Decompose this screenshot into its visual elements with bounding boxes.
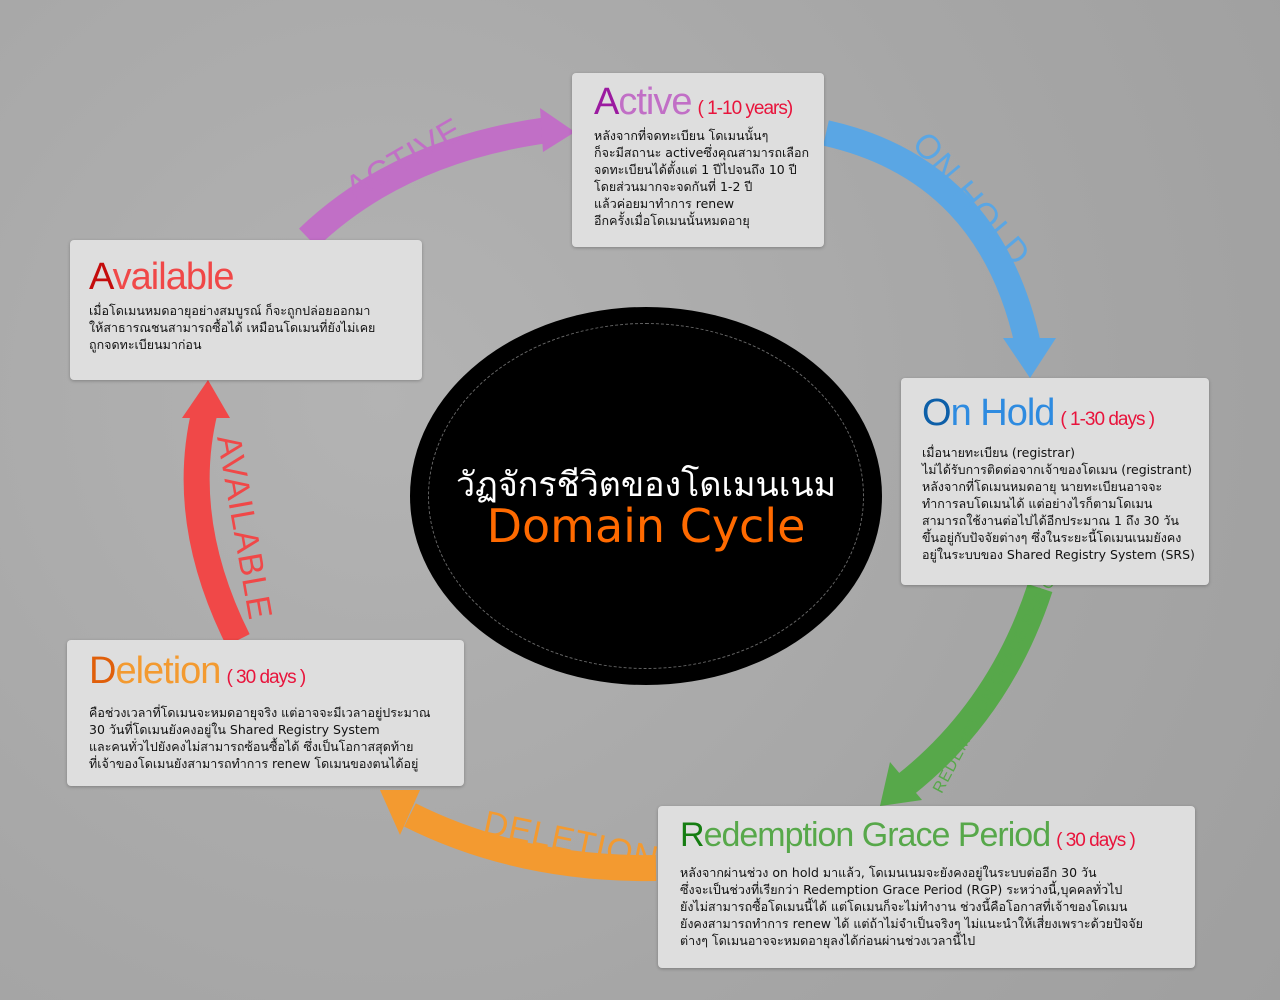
text: R <box>680 816 705 854</box>
text: แล้วค่อยมาทำการ renew <box>594 196 735 211</box>
text: vailable <box>112 256 235 298</box>
text: ( 30 days ) <box>1056 830 1136 851</box>
card-deletion: Deletion( 30 days ) คือช่วงเวลาที่โดเมนจ… <box>67 640 464 786</box>
text: หลังจากที่จดทะเบียน โดเมนนั้นๆ <box>594 128 769 143</box>
on-hold-arrow <box>823 120 1056 378</box>
text: หลังจากที่โดเมนหมดอายุ นายทะเบียนอาจจะ <box>922 479 1163 494</box>
text: O <box>922 392 952 434</box>
text: และคนทั่วไปยังคงไม่สามารถซ้อนซื้อได้ ซึ่… <box>89 739 414 754</box>
text: ทำการลบโดเมนได้ แต่อย่างไรก็ตามโดเมน <box>922 496 1153 511</box>
text: A <box>89 256 114 298</box>
text: ซึ่งจะเป็นช่วงที่เรียกว่า Redemption Gra… <box>680 882 1123 897</box>
text: A <box>594 81 619 123</box>
deletion-arrow <box>380 790 657 882</box>
center-ellipse: วัฏจักรชีวิตของโดเมนเนม Domain Cycle <box>410 307 882 685</box>
card-active: Active( 1-10 years) หลังจากที่จดทะเบียน … <box>572 73 824 247</box>
text: ยังไม่สามารถซื้อโดเมนนี้ได้ แต่โดเมนก็จะ… <box>680 899 1128 914</box>
text: เมื่อโดเมนหมดอายุอย่างสมบูรณ์ ก็จะถูกปล่… <box>89 303 371 318</box>
active-arrow <box>299 108 575 248</box>
card-rgp: Redemption Grace Period( 30 days ) หลังจ… <box>658 806 1195 968</box>
text: ( 1-30 days ) <box>1060 409 1155 430</box>
text: ( 1-10 years) <box>697 98 794 119</box>
text: คือช่วงเวลาที่โดเมนจะหมดอายุจริง แต่อาจจ… <box>89 705 431 720</box>
text: D <box>89 650 116 692</box>
text: 30 วันที่โดเมนยังคงอยู่ใน Shared Registr… <box>89 722 380 737</box>
text: ไม่ได้รับการติดต่อจากเจ้าของโดเมน (regis… <box>922 462 1193 477</box>
card-title: On Hold( 1-30 days ) <box>922 394 1209 432</box>
text: eletion <box>115 650 221 692</box>
center-title-thai: วัฏจักรชีวิตของโดเมนเนม <box>455 465 837 505</box>
card-title: Active( 1-10 years) <box>594 83 824 121</box>
text: ให้สาธารณชนสามารถซื้อได้ เหมือนโดเมนที่ย… <box>89 320 376 335</box>
text: โดยส่วนมากจะจดกันที่ 1-2 ปี <box>594 179 753 194</box>
text: ต่างๆ โดเมนอาจจะหมดอายุลงได้ก่อนผ่านช่วง… <box>680 933 976 948</box>
center-title-english: Domain Cycle <box>486 499 806 553</box>
available-arrow <box>182 380 250 646</box>
text: n Hold <box>950 392 1056 434</box>
text: ถูกจดทะเบียนมาก่อน <box>89 337 202 352</box>
text: อีกครั้งเมื่อโดเมนนั้นหมดอายุ <box>594 213 750 228</box>
text: อยู่ในระบบของ Shared Registry System (SR… <box>922 547 1195 562</box>
card-title: Redemption Grace Period( 30 days ) <box>680 818 1195 852</box>
card-title: Available <box>89 258 422 296</box>
text: ( 30 days ) <box>226 667 306 688</box>
text: ctive <box>618 81 692 123</box>
text: ก็จะมีสถานะ activeซึ่งคุณสามารถเลือก <box>594 145 810 160</box>
text: ยังคงสามารถทำการ renew ได้ แต่ถ้าไม่จำเป… <box>680 916 1143 931</box>
text: เมื่อนายทะเบียน (registrar) <box>922 445 1075 460</box>
text: หลังจากผ่านช่วง on hold มาแล้ว, โดเมนเนม… <box>680 865 1097 880</box>
text: จดทะเบียนได้ตั้งแต่ 1 ปีไปจนถึง 10 ปี <box>594 162 797 177</box>
text: สามารถใช้งานต่อไปได้อีกประมาณ 1 ถึง 30 ว… <box>922 513 1179 528</box>
text: ที่เจ้าของโดเมนยังสามารถทำการ renew โดเม… <box>89 756 419 771</box>
text: ขึ้นอยู่กับปัจจัยต่างๆ ซึ่งในระยะนี้โดเม… <box>922 530 1182 545</box>
card-on-hold: On Hold( 1-30 days ) เมื่อนายทะเบียน (re… <box>901 378 1209 585</box>
text: edemption Grace Period <box>703 816 1052 854</box>
card-title: Deletion( 30 days ) <box>89 652 464 690</box>
rgp-arrow <box>880 583 1053 806</box>
card-available: Available เมื่อโดเมนหมดอายุอย่างสมบูรณ์ … <box>70 240 422 380</box>
